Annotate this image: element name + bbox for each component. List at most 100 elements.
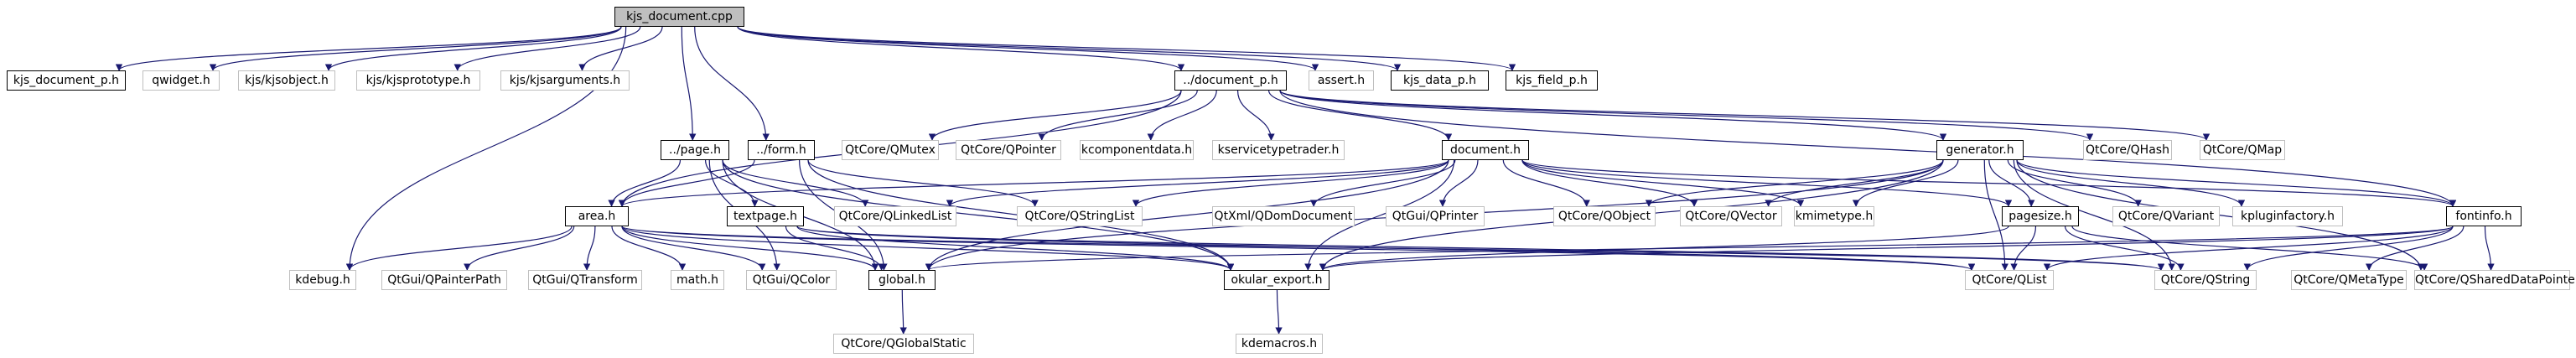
edge-fontinfo_h-to-qstring [2243, 226, 2454, 271]
edge-kjs_document_cpp-to-form_h [694, 26, 770, 141]
edge-okular_export_h-to-kdemacros_h [1275, 289, 1283, 335]
edge-kjs_document_cpp-to-kjs_data_p_h [737, 26, 1401, 71]
edge-document_p_h-to-fontinfo_h [1279, 90, 2457, 207]
node-kjs-document-p-h[interactable]: kjs_document_p.h [7, 70, 126, 91]
edge-form_h-to-area_h [618, 159, 755, 207]
edge-document_p_h-to-kcomponentdata_h [1147, 90, 1217, 141]
node-qlist: QtCore/QList [1965, 270, 2054, 290]
edge-area_h-to-qcolor [621, 226, 766, 271]
edge-document_p_h-to-qmutex [928, 90, 1182, 141]
edge-document_h-to-area_h [619, 159, 1449, 207]
node-math-h: math.h [671, 270, 724, 290]
edge-page_h-to-qlinkedlist [722, 159, 869, 207]
node-area-h[interactable]: area.h [565, 206, 629, 226]
edge-kjs_document_cpp-to-kjs_kjsobject_h [324, 26, 622, 71]
edge-generator_h-to-qlist [1983, 159, 2008, 271]
edge-document_p_h-to-qhash [1279, 90, 2093, 141]
node-qstring: QtCore/QString [2154, 270, 2257, 290]
edge-fontinfo_h-to-qlist [2043, 226, 2454, 271]
edge-fontinfo_h-to-okular_export_h [1319, 226, 2454, 271]
node-qmap: QtCore/QMap [2200, 140, 2285, 160]
edge-document_p_h-to-qmap [1279, 90, 2210, 141]
edge-global_h-to-qglobalstatic [899, 289, 907, 335]
node-qmutex: QtCore/QMutex [842, 140, 939, 160]
edge-document_h-to-fontinfo_h [1521, 159, 2456, 207]
node-qwidget-h: qwidget.h [143, 70, 220, 91]
node-kdemacros-h: kdemacros.h [1236, 334, 1323, 354]
node-qobject: QtCore/QObject [1553, 206, 1656, 226]
edge-textpage_h-to-qstring [796, 226, 2164, 271]
node-kservicetypetrader-h: kservicetypetrader.h [1212, 140, 1345, 160]
node-okular-export-h[interactable]: okular_export.h [1224, 270, 1329, 290]
edge-document_h-to-qobject [1502, 159, 1590, 207]
node-qvector: QtCore/QVector [1680, 206, 1782, 226]
node-global-h[interactable]: global.h [868, 270, 936, 290]
edge-pagesize_h-to-qlist [2010, 226, 2037, 271]
node-generator-h[interactable]: generator.h [1936, 140, 2024, 160]
node-kjs-document-cpp[interactable]: kjs_document.cpp [614, 7, 744, 27]
node-qshareddatapointer: QtCore/QSharedDataPointer [2414, 270, 2576, 290]
edge-area_h-to-okular_export_h [621, 226, 1234, 271]
node-pagesize-h[interactable]: pagesize.h [2002, 206, 2079, 226]
edge-textpage_h-to-okular_export_h [796, 226, 1235, 271]
edge-fontinfo_h-to-global_h [925, 226, 2454, 271]
edge-document_h-to-pagesize_h [1521, 159, 2013, 207]
node-document-p-h[interactable]: ../document_p.h [1174, 70, 1287, 91]
edge-generator_h-to-fontinfo_h [2016, 159, 2457, 207]
edge-document_h-to-kmimetype_h [1521, 159, 1805, 207]
edge-document_h-to-qvector [1521, 159, 1698, 207]
edge-document_h-to-okular_export_h [1304, 159, 1455, 271]
node-qmetatype: QtCore/QMetaType [2291, 270, 2407, 290]
edge-document_p_h-to-qpointer [1038, 90, 1198, 141]
node-page-h[interactable]: ../page.h [661, 140, 729, 160]
edge-kjs_document_cpp-to-page_h [681, 26, 697, 141]
node-kcomponentdata-h: kcomponentdata.h [1080, 140, 1194, 160]
edge-area_h-to-global_h [621, 226, 879, 271]
edge-area_h-to-math_h [611, 226, 687, 271]
edge-document_h-to-qprinter [1438, 159, 1479, 207]
edge-form_h-to-qstringlist [807, 159, 1039, 207]
edge-generator_h-to-kmimetype_h [1852, 159, 1959, 207]
edge-generator_h-to-kpluginfactory_h [2016, 159, 2246, 207]
node-kjs-kjsprototype-h: kjs/kjsprototype.h [356, 70, 480, 91]
node-qcolor: QtGui/QColor [746, 270, 837, 290]
node-kjs-data-p-h[interactable]: kjs_data_p.h [1391, 70, 1489, 91]
node-textpage-h[interactable]: textpage.h [727, 206, 804, 226]
edge-page_h-to-okular_export_h [722, 159, 1235, 271]
edge-document_p_h-to-kservicetypetrader_h [1236, 90, 1275, 141]
edge-area_h-to-qpainterpath [464, 226, 575, 271]
edge-fontinfo_h-to-qshareddatapointer [2484, 226, 2495, 271]
edge-generator_h-to-qobject [1645, 159, 1944, 207]
node-assert-h: assert.h [1309, 70, 1374, 91]
node-qpainterpath: QtGui/QPainterPath [381, 270, 507, 290]
node-qlinkedlist: QtCore/QLinkedList [834, 206, 956, 226]
edge-document_h-to-qlinkedlist [946, 159, 1449, 207]
edge-textpage_h-to-qlist [796, 226, 1975, 271]
node-kjs-field-p-h[interactable]: kjs_field_p.h [1506, 70, 1598, 91]
node-fontinfo-h[interactable]: fontinfo.h [2446, 206, 2522, 226]
edge-fontinfo_h-to-qmetatype [2365, 226, 2465, 271]
edge-kjs_document_cpp-to-kdebug_h [345, 26, 627, 271]
node-qglobalstatic: QtCore/QGlobalStatic [833, 334, 974, 354]
edge-textpage_h-to-global_h [785, 226, 885, 271]
edge-generator_h-to-pagesize_h [1988, 159, 2035, 207]
edge-kjs_document_cpp-to-document_p_h [737, 26, 1185, 71]
node-kmimetype-h: kmimetype.h [1794, 206, 1874, 226]
edge-document_p_h-to-generator_h [1279, 90, 1946, 141]
edge-pagesize_h-to-qstring [2064, 226, 2185, 271]
edge-area_h-to-qlist [621, 226, 1975, 271]
node-kdebug-h: kdebug.h [289, 270, 356, 290]
edge-generator_h-to-qstring [2013, 159, 2175, 271]
node-qprinter: QtGui/QPrinter [1386, 206, 1485, 226]
node-document-h[interactable]: document.h [1442, 140, 1529, 160]
edge-page_h-to-area_h [608, 159, 682, 207]
node-form-h[interactable]: ../form.h [748, 140, 815, 160]
node-qdomdocument: QtXml/QDomDocument [1212, 206, 1355, 226]
edge-document_h-to-qstringlist [1132, 159, 1449, 207]
edge-document_p_h-to-document_h [1268, 90, 1453, 141]
edge-kjs_document_cpp-to-assert_h [737, 26, 1319, 71]
node-kpluginfactory-h: kpluginfactory.h [2232, 206, 2343, 226]
node-qtransform: QtGui/QTransform [528, 270, 642, 290]
edge-generator_h-to-qvariant [2007, 159, 2142, 207]
